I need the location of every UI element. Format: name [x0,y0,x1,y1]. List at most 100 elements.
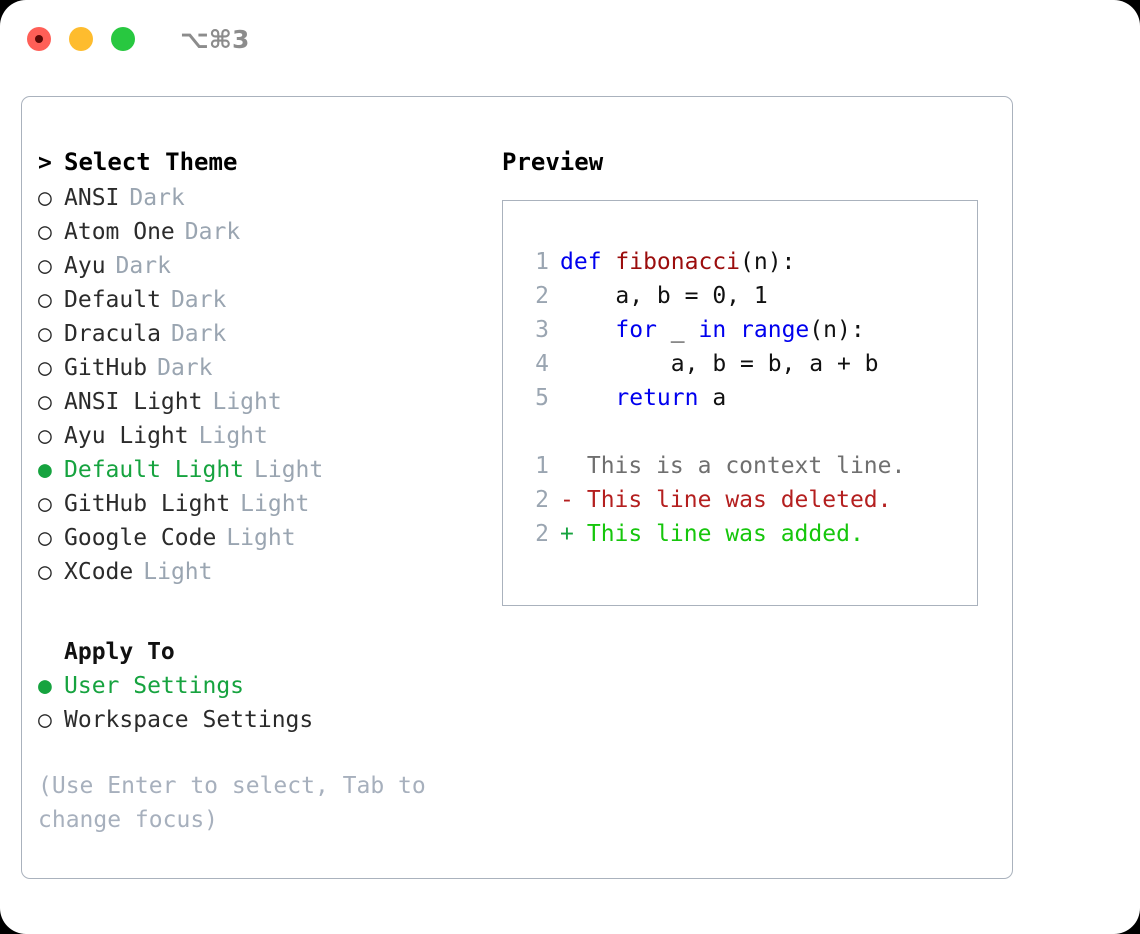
theme-list-item[interactable]: ○ Atom One Dark [38,215,492,249]
code-text: return a [560,381,726,415]
line-number: 2 [535,487,549,513]
theme-list-item[interactable]: ○ GitHub Dark [38,351,492,385]
code-token-plain: a, b = b, a + b [560,351,879,377]
code-token-plain [560,317,615,343]
title-bar: ⌥⌘3 [0,0,1140,78]
theme-category-tag: Light [254,457,324,483]
close-icon [35,35,43,43]
code-token-plain: a [698,385,727,411]
theme-name: ANSI [64,185,120,211]
apply-to-label: User Settings [64,673,245,699]
apply-to-item[interactable]: ● User Settings [38,669,492,703]
radio-unselected-icon: ○ [38,559,52,585]
close-button[interactable] [27,27,51,51]
theme-name: Ayu [64,253,106,279]
theme-name: GitHub Light [64,491,231,517]
code-line: 1 def fibonacci(n): [503,245,977,279]
radio-unselected-icon: ○ [38,253,52,279]
theme-list-header-label: Select Theme [64,148,238,176]
keyboard-hint-text: (Use Enter to select, Tab to change focu… [38,773,426,833]
code-line: 4 a, b = b, a + b [503,347,977,381]
line-number: 3 [535,317,549,343]
code-token-plain: a, b = 0, 1 [560,283,768,309]
theme-category-tag: Dark [115,253,171,279]
theme-name: Atom One [64,219,175,245]
theme-list-item[interactable]: ○ XCode Light [38,555,492,589]
theme-category-tag: Dark [157,355,213,381]
theme-name: Default Light [64,457,245,483]
apply-to-item[interactable]: ○Workspace Settings [38,703,492,737]
code-token-kw: return [615,385,699,411]
radio-unselected-icon: ○ [38,219,52,245]
theme-category-tag: Dark [170,321,227,347]
theme-name: XCode [64,559,134,585]
theme-list-item[interactable]: ○ Ayu Dark [38,249,492,283]
theme-category-tag: Dark [184,219,241,245]
preview-title: Preview [502,148,604,176]
radio-unselected-icon: ○ [38,321,52,347]
blank-bullet-icon: ○ [38,635,64,669]
radio-unselected-icon: ○ [38,355,52,381]
code-text: a, b = b, a + b [560,347,879,381]
code-token-kw: def [560,249,616,275]
code-token-plain: _ [656,317,699,343]
theme-list-header: > Select Theme [38,145,492,179]
theme-name: Dracula [64,321,161,347]
minimize-button[interactable] [69,27,93,51]
diff-marker-add: + [560,521,574,547]
diff-marker-ctx [560,449,573,483]
code-token-kw: range [740,317,810,343]
apply-to-list: ● User Settings ○Workspace Settings [38,669,492,737]
diff-text: This line was added. [573,521,864,547]
theme-category-tag: Light [212,389,282,415]
radio-selected-icon: ● [38,673,52,699]
diff-line: 2 + This line was added. [503,517,977,551]
line-number: 2 [535,283,549,309]
theme-name: Ayu Light [64,423,189,449]
code-token-fn: fibonacci [615,249,741,275]
code-token-plain [560,385,615,411]
line-number: 5 [535,385,549,411]
code-line: 5 return a [503,381,977,415]
spacer [503,415,977,449]
maximize-button[interactable] [111,27,135,51]
code-line: 2 a, b = 0, 1 [503,279,977,313]
theme-category-tag: Light [240,491,310,517]
diff-preview: 1 This is a context line.2- This line wa… [503,449,977,551]
radio-unselected-icon: ○ [38,525,52,551]
theme-category-tag: Light [198,423,268,449]
theme-category-tag: Dark [170,287,227,313]
theme-list-item[interactable]: ○ Dracula Dark [38,317,492,351]
code-text: a, b = 0, 1 [560,279,768,313]
apply-to-header-label: Apply To [64,639,175,665]
theme-category-tag: Light [143,559,213,585]
theme-name: GitHub [64,355,148,381]
traffic-light-group [27,27,135,51]
code-token-plain: (n): [740,249,796,275]
theme-name: Default [64,287,161,313]
code-token-kw: for [615,317,657,343]
diff-marker-del: - [560,487,574,513]
diff-text: This is a context line. [573,453,906,479]
code-line: 3 for _ in range(n): [503,313,977,347]
line-number: 2 [535,521,549,547]
code-token-plain: (n): [809,317,865,343]
diff-line: 2- This line was deleted. [503,483,977,517]
theme-name: Google Code [64,525,217,551]
line-number: 1 [535,249,549,275]
code-text: for _ in range(n): [560,313,865,347]
keyboard-shortcut-label: ⌥⌘3 [180,24,250,54]
